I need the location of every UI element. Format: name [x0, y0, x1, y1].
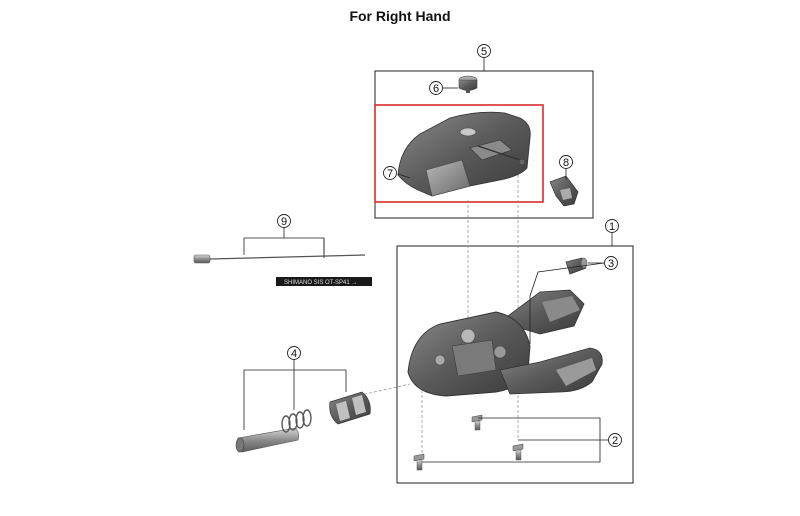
leader-lines: [243, 58, 613, 463]
callout-9: 9: [277, 214, 291, 228]
callout-1: 1: [605, 219, 619, 233]
callout-7: 7: [383, 166, 397, 180]
part-7-cover: [397, 111, 531, 197]
callout-4: 4: [287, 346, 301, 360]
group-box-lever-unit: [396, 245, 634, 484]
part-2-screws: [413, 414, 524, 471]
svg-text:6: 6: [433, 83, 439, 95]
svg-text:2: 2: [612, 435, 618, 447]
svg-text:4: 4: [291, 348, 297, 360]
callout-5: 5: [477, 44, 491, 58]
svg-text:3: 3: [608, 258, 614, 270]
part-9-shift-cable: SHIMANO SIS OT-SP41 →: [193, 254, 372, 286]
svg-text:7: 7: [387, 168, 393, 180]
svg-text:8: 8: [563, 157, 569, 169]
part-6-cap-bolt: [458, 75, 478, 93]
callout-2: 2: [608, 433, 622, 447]
part-4-adjuster-set: [235, 391, 371, 453]
part-8-clip: [549, 175, 579, 207]
svg-text:5: 5: [481, 46, 487, 58]
cable-print-text: SHIMANO SIS OT-SP41 →: [284, 280, 357, 286]
part-1-shifter-unit: [407, 289, 603, 397]
diagram-title: For Right Hand: [349, 8, 451, 24]
callout-3: 3: [604, 256, 618, 270]
svg-text:1: 1: [609, 221, 615, 233]
callout-6: 6: [429, 81, 443, 95]
callout-8: 8: [559, 155, 573, 169]
highlight-box: [374, 104, 544, 203]
svg-text:9: 9: [281, 216, 287, 228]
alignment-line: [329, 383, 411, 403]
